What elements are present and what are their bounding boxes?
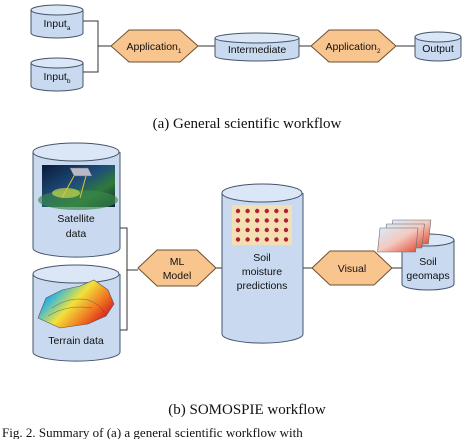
prediction-dot xyxy=(245,237,250,242)
terrain-image xyxy=(37,279,115,329)
application-2-label: Application2 xyxy=(326,41,381,55)
soil-moisture-cylinder: Soil moisture predictions xyxy=(221,183,304,344)
ml-model-diamond: ML Model xyxy=(137,249,217,287)
input-a-label: Inputa xyxy=(44,18,71,32)
prediction-dot xyxy=(274,218,279,223)
general-workflow: Inputa Inputb Application1 Intermediate … xyxy=(30,4,462,132)
geomaps-label-line2: geomaps xyxy=(406,270,449,282)
terrain-label: Terrain data xyxy=(48,335,104,347)
satellite-label-line2: data xyxy=(66,228,87,240)
general-connectors xyxy=(83,20,415,73)
application-1-diamond: Application1 xyxy=(110,29,199,63)
somospie-connectors xyxy=(120,227,402,331)
prediction-dot xyxy=(283,237,289,242)
input-a-cylinder: Inputa xyxy=(30,4,84,39)
somospie-workflow: Satellite data Terrain data ML Model xyxy=(32,142,455,418)
output-label: Output xyxy=(422,43,454,55)
prediction-dot xyxy=(274,227,279,233)
prediction-dot xyxy=(245,208,250,214)
prediction-dot xyxy=(255,227,260,233)
soil-geomaps-cylinder: Soil geomaps xyxy=(377,219,455,291)
intermediate-label: Intermediate xyxy=(228,44,287,56)
prediction-dot xyxy=(264,227,269,233)
visual-diamond: Visual xyxy=(311,250,393,286)
prediction-grid-panel xyxy=(232,205,292,245)
ml-model-label-line2: Model xyxy=(163,270,192,282)
input-b-label: Inputb xyxy=(44,71,71,85)
output-cylinder: Output xyxy=(414,31,462,62)
prediction-dot xyxy=(274,237,279,242)
prediction-dot xyxy=(235,227,241,233)
prediction-dot xyxy=(264,208,269,214)
prediction-dot-grid xyxy=(235,208,289,242)
prediction-dot xyxy=(235,218,241,223)
prediction-dot xyxy=(255,208,260,214)
satellite-image xyxy=(38,165,118,210)
figure-footer-text: Fig. 2. Summary of (a) a general scienti… xyxy=(2,425,303,439)
input-b-cylinder: Inputb xyxy=(30,57,84,92)
prediction-dot xyxy=(283,208,289,214)
geomaps-label-line1: Soil xyxy=(419,256,437,268)
prediction-dot xyxy=(283,218,289,223)
satellite-data-cylinder: Satellite data xyxy=(32,142,121,258)
satellite-label-line1: Satellite xyxy=(57,213,95,225)
prediction-dot xyxy=(255,237,260,242)
geomap-stack-image xyxy=(377,219,432,253)
prediction-dot xyxy=(274,208,279,214)
soil-label-line3: predictions xyxy=(237,280,288,292)
prediction-dot xyxy=(255,218,260,223)
intermediate-cylinder: Intermediate xyxy=(214,32,300,62)
prediction-dot xyxy=(245,227,250,233)
ml-model-label-line1: ML xyxy=(170,256,185,268)
prediction-dot xyxy=(245,218,250,223)
prediction-dot xyxy=(283,227,289,233)
prediction-dot xyxy=(264,218,269,223)
soil-label-line2: moisture xyxy=(242,266,282,278)
application-2-diamond: Application2 xyxy=(310,29,397,63)
prediction-dot xyxy=(235,208,241,214)
caption-a: (a) General scientific workflow xyxy=(153,116,342,132)
application-1-label: Application1 xyxy=(127,41,182,55)
terrain-data-cylinder: Terrain data xyxy=(32,264,121,362)
caption-b: (b) SOMOSPIE workflow xyxy=(168,402,326,418)
soil-label-line1: Soil xyxy=(253,252,271,264)
prediction-dot xyxy=(235,237,241,242)
prediction-dot xyxy=(264,237,269,242)
visual-label: Visual xyxy=(338,263,366,275)
